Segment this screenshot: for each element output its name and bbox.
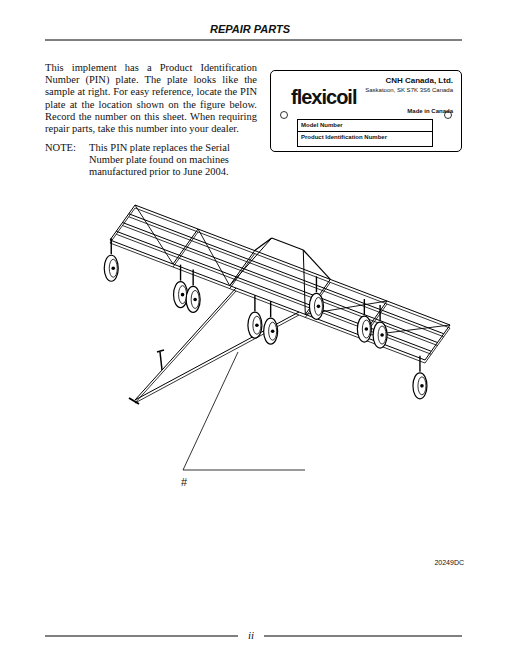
page-number: ii (240, 629, 262, 641)
callout-number: # (181, 476, 201, 488)
frame-member (425, 328, 450, 363)
page-header: REPAIR PARTS (150, 23, 350, 35)
company-name: CNH Canada, Ltd. (385, 76, 453, 85)
wheel (186, 286, 200, 312)
rank-bar (110, 240, 425, 360)
truss (303, 250, 330, 279)
wheel-hub (271, 329, 275, 333)
wheel-leg (254, 295, 255, 311)
wheel-rim (191, 290, 199, 308)
hitch-tongue (135, 312, 299, 400)
note-label: NOTE: (45, 142, 87, 154)
wheel-hub (317, 305, 321, 309)
rank-bar (123, 223, 438, 343)
plate-field: Product Identification Number (297, 131, 433, 147)
wheel-hub (193, 298, 197, 302)
wheel-hub (380, 333, 384, 337)
truss (255, 238, 272, 251)
frame-member (425, 325, 450, 360)
wheel-hub (181, 293, 185, 297)
wheel (264, 318, 278, 344)
wheel-rim (314, 297, 322, 315)
brand-logo: flexicoil (291, 86, 356, 109)
wheel-leg (316, 276, 317, 292)
rank-bar (116, 234, 431, 354)
jack-stand (160, 352, 162, 370)
wheel (373, 322, 387, 348)
wheel (248, 312, 262, 338)
rank-bar (110, 243, 425, 363)
frame-member (173, 232, 198, 267)
frame-member (110, 208, 135, 243)
leader-line (183, 352, 305, 470)
wheel-leg (419, 356, 420, 372)
wheel (413, 373, 427, 399)
jack-stand (157, 350, 164, 352)
truss (272, 238, 304, 250)
footer-rule (45, 636, 238, 637)
footer-rule (264, 636, 462, 637)
wheel (357, 316, 371, 342)
hitch-clevis (129, 398, 139, 404)
wheel-rim (418, 377, 426, 395)
wheel (309, 293, 323, 319)
brace (135, 205, 173, 264)
field-label: Product Identification Number (301, 134, 387, 140)
field-label: Model Number (301, 122, 343, 128)
truss (303, 250, 305, 314)
wheel-leg (192, 269, 193, 285)
hitch-tongue (135, 315, 299, 403)
wheel-rim (179, 286, 187, 304)
wheel-rim (378, 326, 386, 344)
rank-bar (123, 226, 438, 346)
wheel-leg (111, 238, 112, 254)
wheel-leg (364, 299, 365, 315)
note-text: This PIN plate replaces the Serial Numbe… (89, 142, 257, 179)
wheel-leg (180, 265, 181, 281)
company-address: Saskatoon, SK S7K 3S6 Canada (365, 87, 453, 93)
rank-bar (135, 205, 450, 325)
mounting-hole (281, 112, 288, 119)
wheel-rim (362, 320, 370, 338)
wheel-rim (269, 322, 277, 340)
wheel-leg (270, 301, 271, 317)
frame-member (173, 229, 198, 264)
wheel-hub (111, 266, 115, 270)
wheel-leg (379, 305, 380, 321)
wheel (174, 282, 188, 308)
truss (230, 238, 272, 286)
wheel (104, 255, 118, 281)
wheel-hub (420, 384, 424, 388)
body-paragraph: This implement has a Product Identificat… (45, 62, 257, 135)
wheel-rim (253, 316, 261, 334)
header-rule (45, 40, 462, 41)
pin-plate: flexicoil CNH Canada, Ltd. Saskatoon, SK S… (270, 70, 462, 152)
figure-code: 20249DC (400, 559, 464, 566)
hitch-tongue (135, 291, 236, 403)
brace (198, 229, 230, 286)
wheel-rim (109, 259, 117, 277)
frame-member (110, 205, 135, 240)
wheel-hub (365, 327, 369, 331)
cultivator-drawing (104, 205, 450, 404)
rank-bar (129, 214, 444, 334)
wheel-hub (255, 323, 259, 327)
origin-text: Made in Canada (407, 108, 453, 114)
frame-member (230, 251, 255, 286)
